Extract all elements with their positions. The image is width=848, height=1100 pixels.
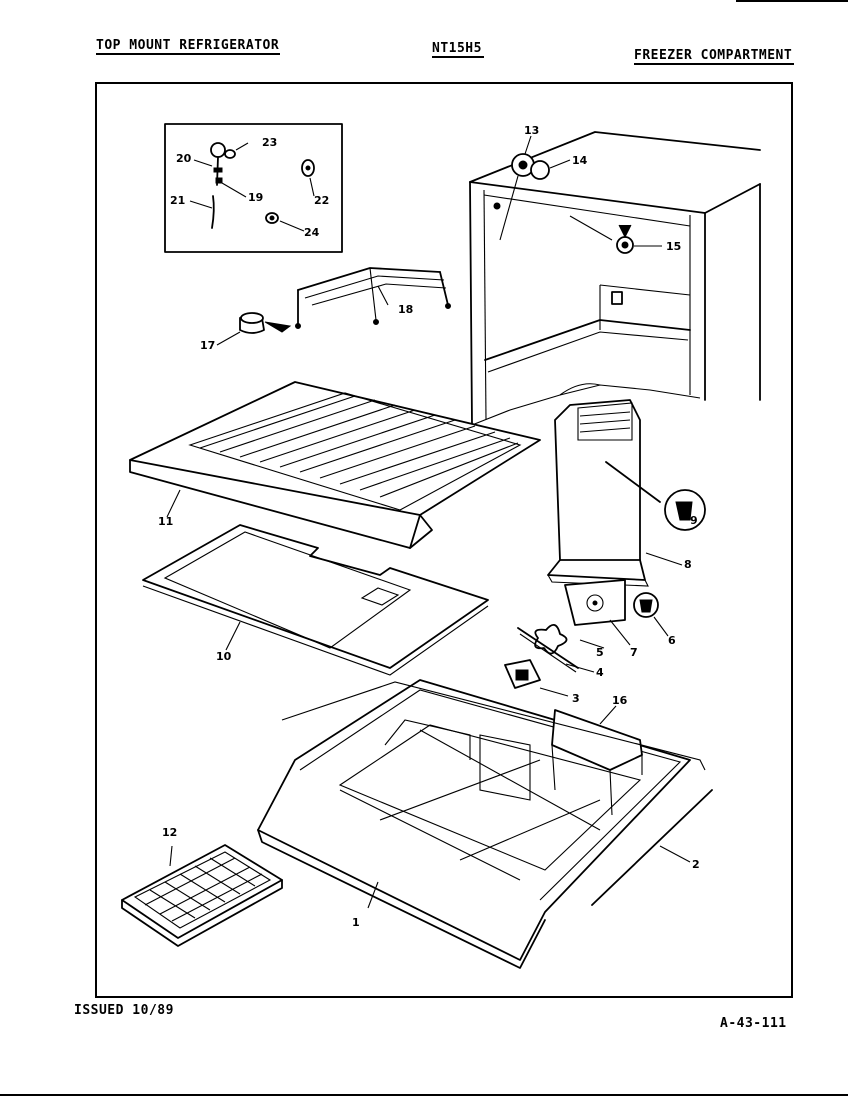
footer-page-code: A-43-111 xyxy=(720,1016,787,1031)
callout-labels: 1 2 3 4 5 6 7 8 9 10 11 12 13 14 15 16 1… xyxy=(158,124,700,929)
insulation-pad xyxy=(142,524,489,676)
callout-14: 14 xyxy=(572,154,588,167)
callout-19: 19 xyxy=(248,191,263,204)
callout-9: 9 xyxy=(690,514,698,527)
header-model-underline xyxy=(432,56,484,58)
callout-22: 22 xyxy=(314,194,329,207)
top-rule xyxy=(736,0,848,2)
callout-18: 18 xyxy=(398,303,413,316)
callout-3: 3 xyxy=(572,692,580,705)
inset-detail-box xyxy=(164,123,343,253)
header-model: NT15H5 xyxy=(432,41,482,56)
callout-6: 6 xyxy=(668,634,676,647)
callout-1: 1 xyxy=(352,916,360,929)
callout-4: 4 xyxy=(596,666,604,679)
callout-2: 2 xyxy=(692,858,700,871)
callout-10: 10 xyxy=(216,650,232,663)
callout-23: 23 xyxy=(262,136,277,149)
footer-issued: ISSUED 10/89 xyxy=(74,1003,174,1018)
ice-tray xyxy=(121,844,283,947)
header-right-title: FREEZER COMPARTMENT xyxy=(634,48,793,63)
fan-assembly xyxy=(504,579,669,697)
freezer-liner xyxy=(257,679,713,969)
diagram-frame xyxy=(95,82,793,998)
callout-8: 8 xyxy=(684,558,692,571)
callout-12: 12 xyxy=(162,826,177,839)
callout-7: 7 xyxy=(630,646,638,659)
callout-16: 16 xyxy=(612,694,628,707)
bottom-rule xyxy=(0,1094,848,1096)
callout-5: 5 xyxy=(596,646,604,659)
freezer-shelf xyxy=(129,381,541,549)
callout-24: 24 xyxy=(304,226,320,239)
callout-15: 15 xyxy=(666,240,681,253)
header-right-underline xyxy=(634,63,794,65)
header-left-title: TOP MOUNT REFRIGERATOR xyxy=(96,38,280,53)
evaporator-cover xyxy=(547,399,706,587)
callout-20: 20 xyxy=(176,152,192,165)
shelf-rods xyxy=(216,267,451,346)
callout-17: 17 xyxy=(200,339,215,352)
callout-21: 21 xyxy=(170,194,185,207)
callout-11: 11 xyxy=(158,515,173,528)
freezer-cabinet xyxy=(469,131,761,426)
header-left-underline xyxy=(96,53,280,55)
callout-13: 13 xyxy=(524,124,539,137)
